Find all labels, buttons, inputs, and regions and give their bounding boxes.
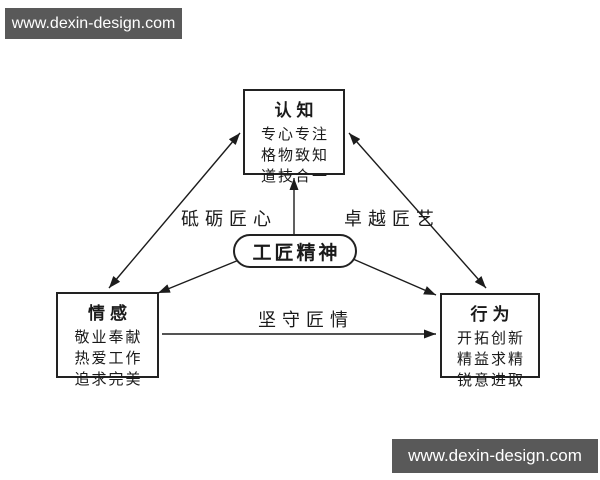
- node-cognition: 认知 专心专注 格物致知 道技合一: [243, 89, 345, 185]
- edge-label-cognition-behavior: 卓越匠艺: [344, 209, 440, 229]
- node-emotion: 情感 敬业奉献 热爱工作 追求完美: [56, 292, 159, 388]
- node-emotion-item: 热爱工作: [74, 350, 143, 367]
- edge-label-emotion-behavior: 坚守匠情: [258, 310, 354, 330]
- node-cognition-item: 专心专注: [260, 126, 329, 143]
- node-behavior-item: 精益求精: [456, 351, 525, 368]
- node-behavior-title: 行为: [470, 305, 515, 324]
- watermark-top: www.dexin-design.com: [5, 8, 182, 39]
- node-cognition-item: 格物致知: [260, 147, 329, 164]
- arrow-center-emotion: [157, 259, 240, 294]
- node-center-spirit: 工匠精神: [233, 234, 357, 268]
- node-emotion-item: 敬业奉献: [74, 329, 143, 346]
- node-emotion-title: 情感: [88, 304, 132, 323]
- node-behavior: 行为 开拓创新 精益求精 锐意进取: [440, 293, 540, 389]
- arrow-cognition-behavior: [348, 132, 487, 289]
- node-behavior-item: 开拓创新: [456, 330, 525, 347]
- arrow-center-behavior: [352, 258, 437, 296]
- arrow-cognition-emotion: [108, 132, 241, 289]
- node-emotion-item: 追求完美: [74, 371, 143, 388]
- watermark-bottom: www.dexin-design.com: [392, 439, 598, 473]
- edge-label-cognition-emotion: 砥砺匠心: [181, 209, 277, 229]
- node-cognition-item: 道技合一: [260, 168, 329, 185]
- node-behavior-item: 锐意进取: [456, 372, 525, 389]
- node-cognition-title: 认知: [274, 101, 319, 120]
